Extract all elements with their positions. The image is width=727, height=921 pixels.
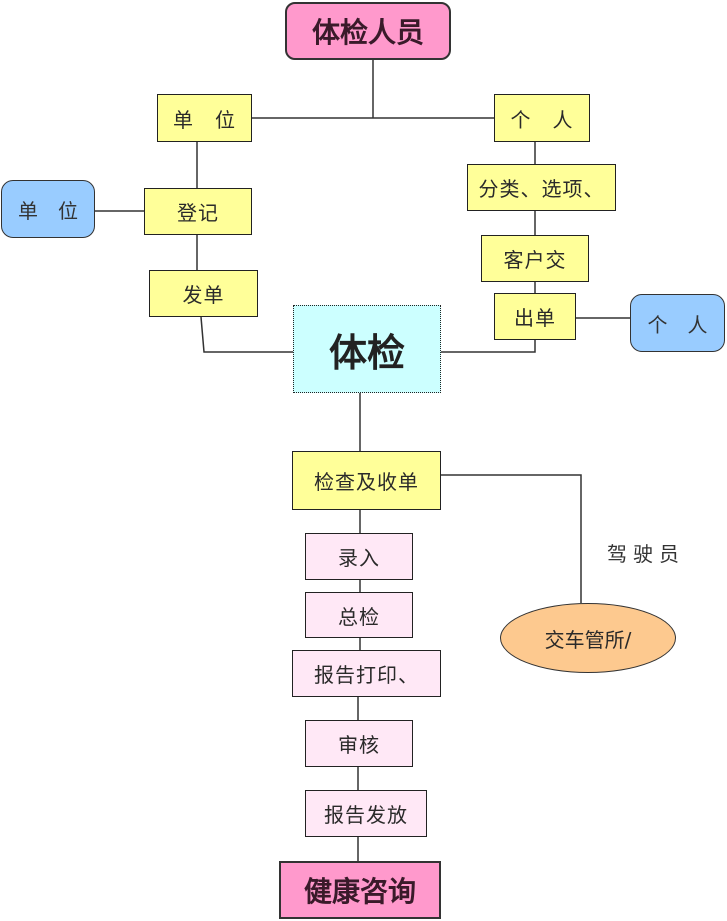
node-unit-client: 单 位 — [1, 180, 95, 238]
node-classify-options: 分类、选项、 — [467, 164, 616, 211]
node-general-check: 总检 — [305, 592, 413, 638]
node-register: 登记 — [144, 188, 252, 235]
node-physical-exam: 体检 — [293, 305, 441, 393]
node-report-print: 报告打印、 — [292, 650, 441, 697]
node-output-form: 出单 — [494, 293, 576, 340]
node-review: 审核 — [305, 720, 413, 767]
node-report-issue: 报告发放 — [305, 790, 427, 837]
node-customer-submit: 客户交 — [481, 235, 589, 282]
node-check-and-collect: 检查及收单 — [292, 451, 441, 510]
connector-check-office — [441, 474, 582, 603]
node-traffic-office: 交车管所/ — [500, 603, 676, 673]
node-issue-form: 发单 — [149, 270, 258, 317]
connector-issue-exam — [200, 316, 293, 353]
node-person-branch: 个 人 — [494, 94, 590, 142]
node-person-client: 个 人 — [630, 294, 725, 352]
node-data-entry: 录入 — [305, 533, 413, 580]
label-driver: 驾驶员 — [607, 542, 685, 566]
node-health-consult: 健康咨询 — [279, 861, 441, 919]
node-exam-personnel: 体检人员 — [285, 2, 451, 60]
node-unit-branch: 单 位 — [157, 94, 252, 142]
